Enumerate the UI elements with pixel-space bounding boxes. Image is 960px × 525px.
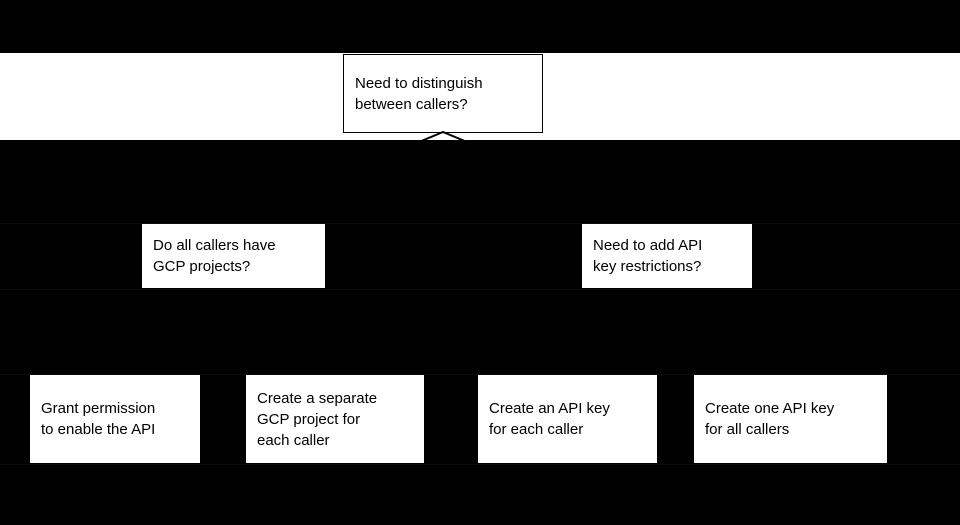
node-label: Create a separate GCP project for each c… bbox=[257, 389, 378, 449]
node-label: Create one API key for all callers bbox=[705, 400, 835, 438]
node-label: Need to distinguish between callers? bbox=[355, 74, 483, 113]
node-label: Create an API key for each caller bbox=[489, 400, 610, 438]
node-need-to-distinguish-callers[interactable]: Need to distinguish between callers? bbox=[343, 54, 543, 133]
node-create-separate-gcp-project[interactable]: Create a separate GCP project for each c… bbox=[246, 375, 424, 463]
node-do-all-callers-have-gcp-projects[interactable]: Do all callers have GCP projects? bbox=[142, 224, 325, 288]
node-grant-permission-to-enable-api[interactable]: Grant permission to enable the API bbox=[30, 375, 200, 463]
reveal-band-edge-row2-top bbox=[0, 223, 960, 224]
node-need-to-add-api-key-restrictions[interactable]: Need to add API key restrictions? bbox=[582, 224, 752, 288]
node-create-one-api-key-for-all-callers[interactable]: Create one API key for all callers bbox=[694, 375, 887, 463]
node-label: Need to add API key restrictions? bbox=[593, 237, 703, 275]
reveal-band-edge-row3-bottom bbox=[0, 464, 960, 465]
reveal-band-edge-row2-bottom bbox=[0, 289, 960, 290]
node-label: Grant permission to enable the API bbox=[41, 400, 156, 438]
node-label: Do all callers have GCP projects? bbox=[153, 237, 276, 275]
reveal-band-edge-row3-top bbox=[0, 374, 960, 375]
node-create-api-key-for-each-caller[interactable]: Create an API key for each caller bbox=[478, 375, 657, 463]
